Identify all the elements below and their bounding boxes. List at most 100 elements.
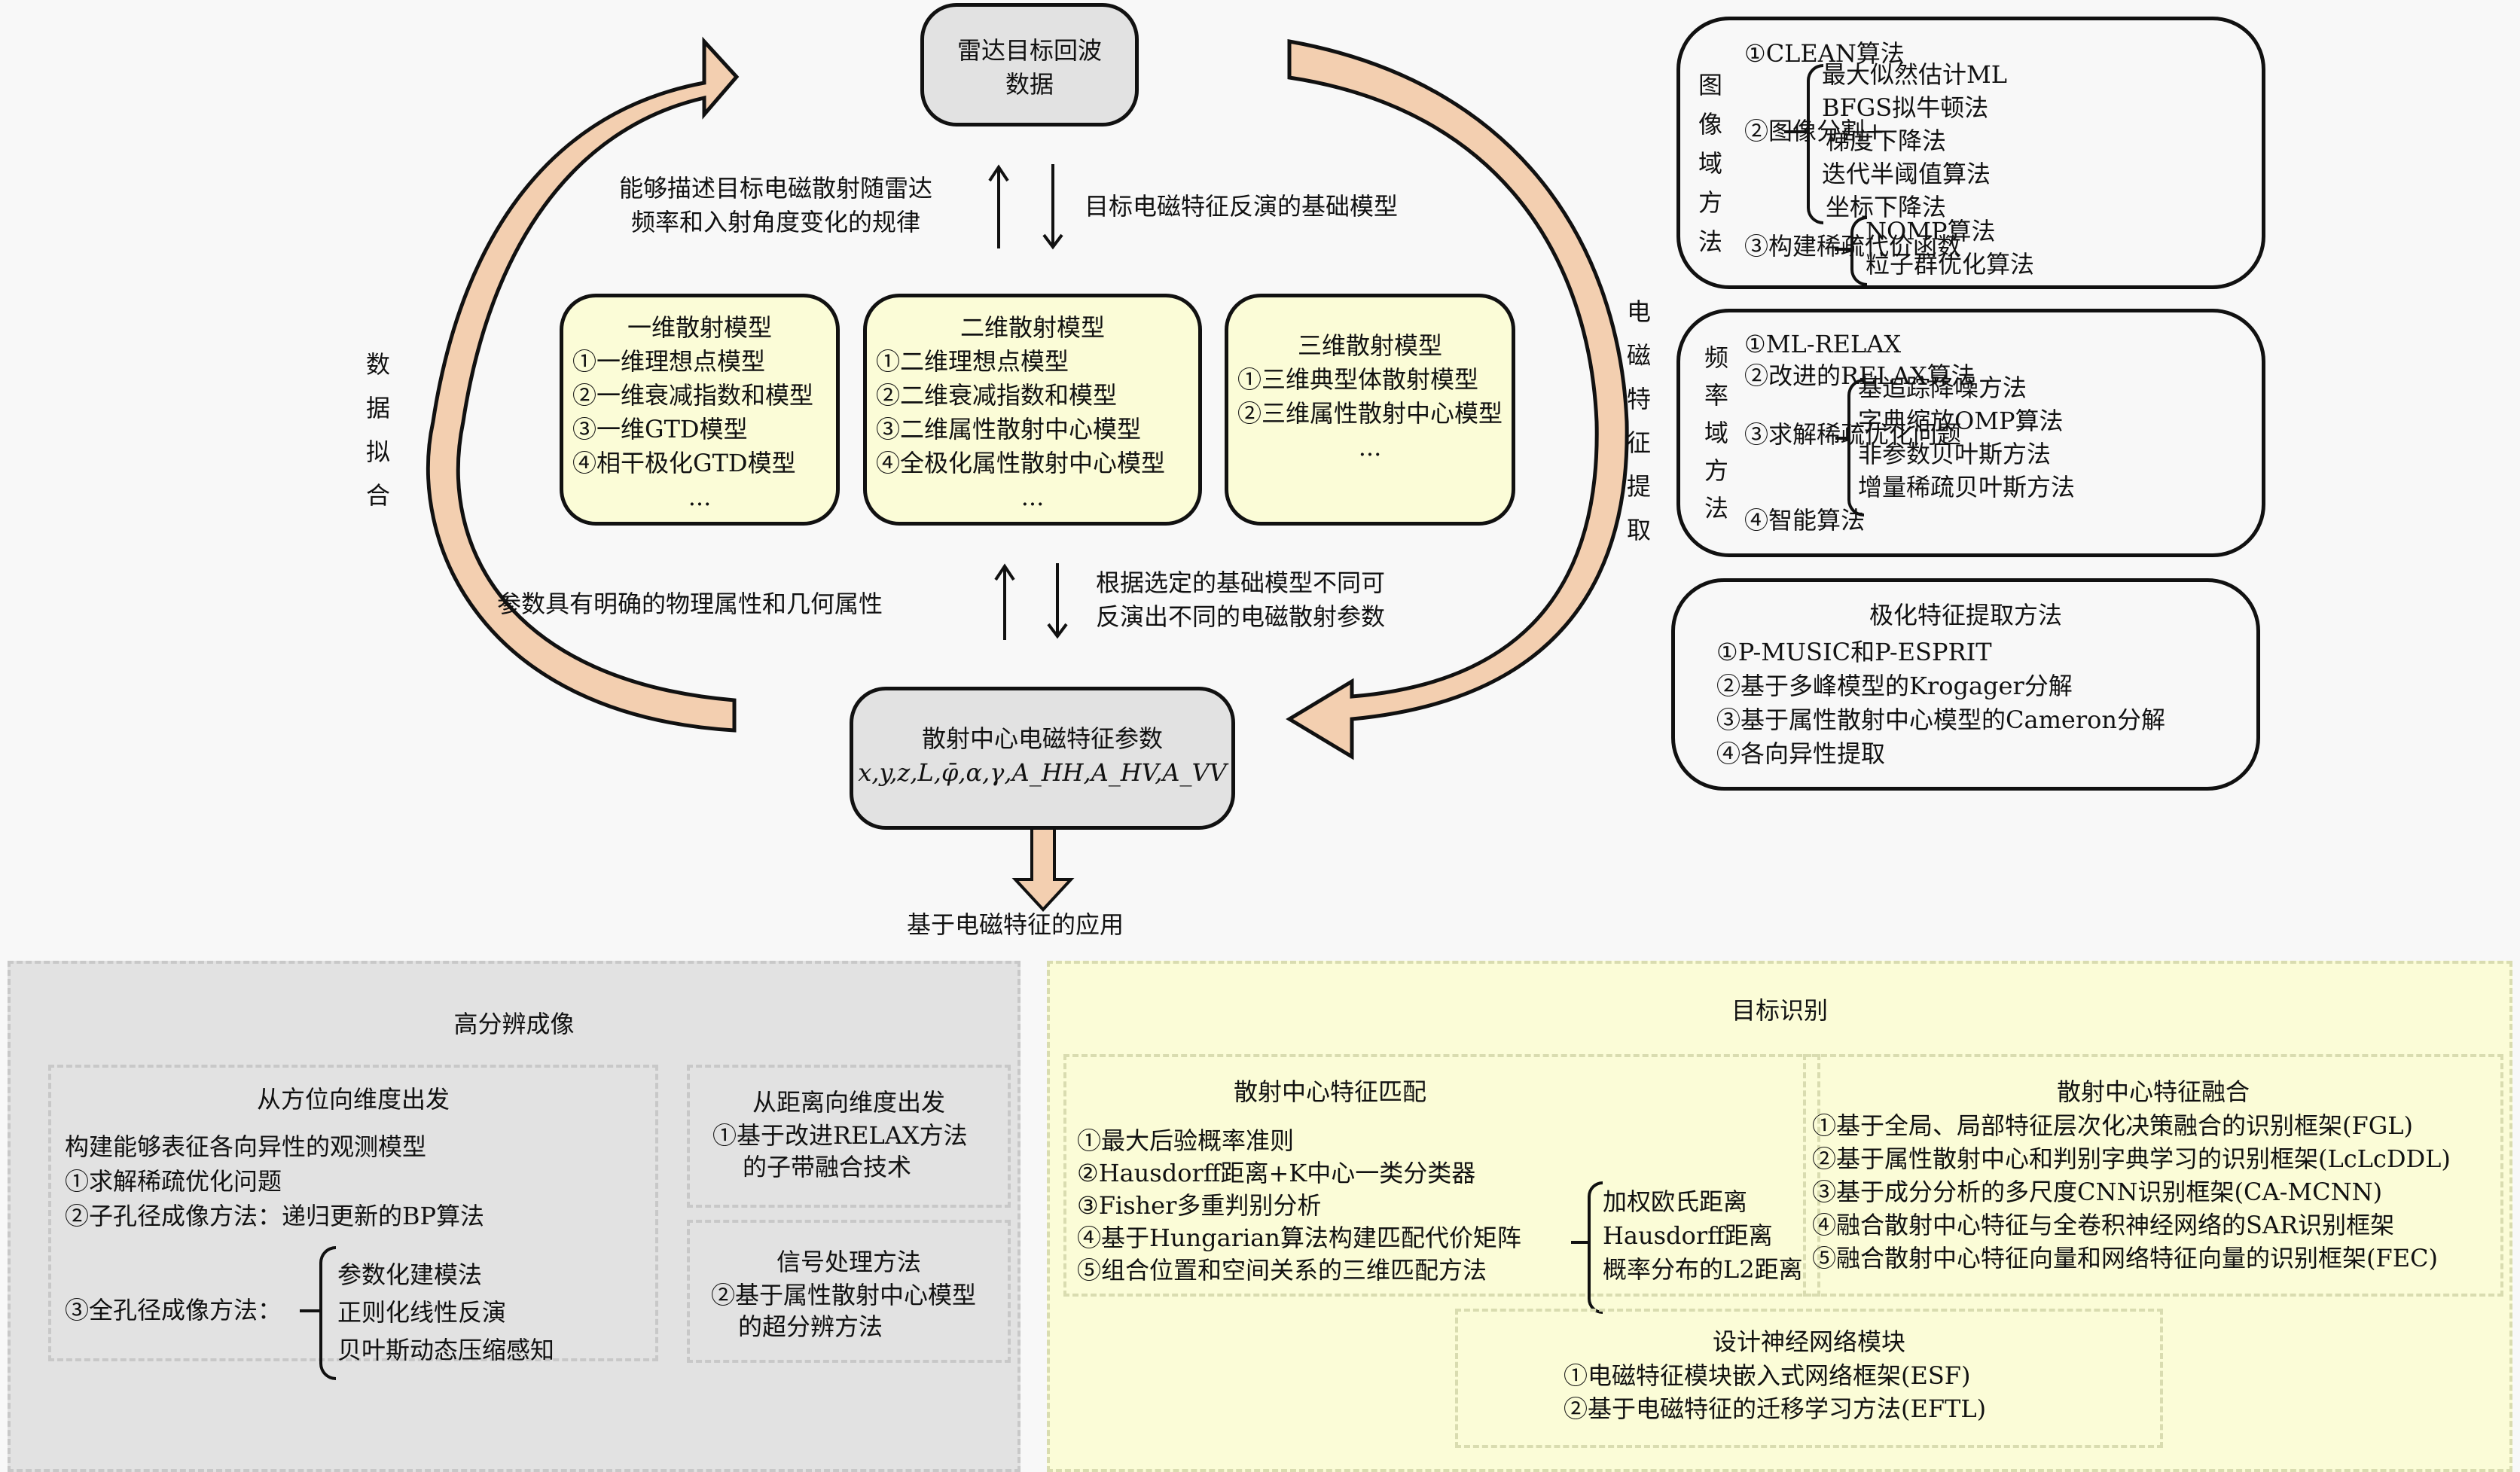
model-1d-more: ...	[688, 483, 712, 511]
azimuth-brace-stub	[300, 1309, 321, 1312]
image-domain-sub-item: 迭代半阈值算法	[1822, 160, 1991, 188]
feature-matching-sub-item: Hausdorff距离	[1603, 1221, 1773, 1250]
signal-processing-line-1: ②基于属性散射中心模型	[711, 1281, 977, 1309]
model-1d-item: ①一维理想点模型	[572, 347, 766, 376]
frequency-domain-sub-item: 增量稀疏贝叶斯方法	[1858, 473, 2076, 501]
parameter-attribute-label: 参数具有明确的物理属性和几何属性	[497, 590, 883, 618]
up-arrow-label: 能够描述目标电磁散射随雷达 频率和入射角度变化的规律	[618, 174, 932, 236]
model-1d-item: ②一维衰减指数和模型	[572, 381, 814, 410]
frequency-domain-item-4: ④智能算法	[1744, 506, 1866, 535]
model-3d-more: ...	[1358, 433, 1382, 462]
image-domain-item-1: ①CLEAN算法	[1744, 39, 1905, 68]
polarization-item: ④各向异性提取	[1716, 739, 1886, 768]
model-2d-item: ③二维属性散射中心模型	[876, 415, 1142, 443]
feature-fusion-item: ①基于全局、局部特征层次化决策融合的识别框架(FGL)	[1812, 1111, 2413, 1140]
right-cycle-arrow	[1286, 39, 1629, 760]
signal-processing-line-2: 的超分辨方法	[738, 1312, 883, 1341]
azimuth-item-3: ③全孔径成像方法：	[65, 1296, 282, 1324]
neural-network-module-item: ②基于电磁特征的迁移学习方法(EFTL)	[1564, 1394, 1987, 1423]
range-dimension-line-1: ①基于改进RELAX方法	[712, 1121, 968, 1150]
image-domain-brace-stub-2	[1835, 248, 1850, 251]
model-2d-more: ...	[1021, 483, 1045, 511]
image-domain-label: 图像域方法	[1698, 71, 1722, 256]
image-domain-sub-item: 最大似然估计ML	[1822, 60, 2008, 89]
image-domain-brace-2	[1850, 216, 1867, 286]
signal-processing-title: 信号处理方法	[776, 1248, 921, 1276]
feature-fusion-title: 散射中心特征融合	[2056, 1077, 2250, 1106]
frequency-domain-sub-item: 字典缩放OMP算法	[1858, 407, 2064, 435]
model-1d-item: ④相干极化GTD模型	[572, 449, 796, 477]
frequency-domain-label: 频率域方法	[1704, 343, 1728, 523]
neural-network-module-item: ①电磁特征模块嵌入式网络框架(ESF)	[1564, 1361, 1971, 1390]
image-domain-sub-item: NOMP算法	[1866, 217, 1996, 245]
top-bidirectional-arrows	[988, 164, 1063, 250]
feature-matching-title: 散射中心特征匹配	[1233, 1077, 1426, 1106]
inverse-label: 根据选定的基础模型不同可 反演出不同的电磁散射参数	[1096, 568, 1386, 631]
frequency-domain-item-1: ①ML-RELAX	[1744, 330, 1902, 358]
feature-matching-box: 散射中心特征匹配 ①最大后验概率准则 ②Hausdorff距离+K中心一类分类器…	[1063, 1054, 1820, 1314]
range-dimension-title: 从距离向维度出发	[752, 1088, 945, 1117]
signal-processing-box: 信号处理方法 ②基于属性散射中心模型 的超分辨方法	[687, 1220, 1011, 1363]
polarization-methods-panel: 极化特征提取方法 ①P-MUSIC和P-ESPRIT ②基于多峰模型的Kroga…	[1671, 578, 2260, 791]
model-1d-box: 一维散射模型 ①一维理想点模型 ②一维衰减指数和模型 ③一维GTD模型 ④相干极…	[560, 294, 840, 526]
feature-matching-brace-stub	[1571, 1241, 1588, 1244]
high-resolution-imaging-title: 高分辨成像	[453, 1010, 575, 1038]
model-3d-title: 三维散射模型	[1297, 331, 1442, 360]
em-feature-parameters-list: x,y,z,L,φ̄,α,γ,A_HH,A_HV,A_VV	[858, 758, 1227, 787]
model-1d-item: ③一维GTD模型	[572, 415, 748, 443]
feature-fusion-box: 散射中心特征融合 ①基于全局、局部特征层次化决策融合的识别框架(FGL) ②基于…	[1803, 1054, 2503, 1297]
feature-matching-item: ②Hausdorff距离+K中心一类分类器	[1077, 1159, 1476, 1187]
image-domain-sub-item: 坐标下降法	[1825, 193, 1946, 221]
neural-network-module-box: 设计神经网络模块 ①电磁特征模块嵌入式网络框架(ESF) ②基于电磁特征的迁移学…	[1455, 1309, 2163, 1448]
model-3d-item: ①三维典型体散射模型	[1237, 365, 1479, 394]
model-2d-item: ④全极化属性散射中心模型	[876, 449, 1166, 477]
target-recognition-section: 目标识别 散射中心特征匹配 ①最大后验概率准则 ②Hausdorff距离+K中心…	[1047, 961, 2512, 1472]
model-2d-box: 二维散射模型 ①二维理想点模型 ②二维衰减指数和模型 ③二维属性散射中心模型 ④…	[863, 294, 1202, 526]
feature-matching-sub-item: 概率分布的L2距离	[1603, 1255, 1803, 1284]
model-2d-title: 二维散射模型	[959, 313, 1105, 342]
range-dimension-box: 从距离向维度出发 ①基于改进RELAX方法 的子带融合技术	[687, 1065, 1011, 1208]
feature-fusion-item: ②基于属性散射中心和判别字典学习的识别框架(LcLcDDL)	[1812, 1144, 2451, 1173]
polarization-title: 极化特征提取方法	[1869, 601, 2062, 629]
image-domain-item-2: ②图像分割+	[1744, 117, 1885, 145]
azimuth-intro: 构建能够表征各向异性的观测模型	[65, 1132, 427, 1161]
azimuth-dimension-box: 从方位向维度出发 构建能够表征各向异性的观测模型 ①求解稀疏优化问题 ②子孔径成…	[48, 1065, 658, 1380]
feature-fusion-item: ⑤融合散射中心特征向量和网络特征向量的识别框架(FEC)	[1812, 1244, 2439, 1272]
middle-bidirectional-arrows	[994, 563, 1068, 640]
feature-fusion-item: ③基于成分分析的多尺度CNN识别框架(CA-MCNN)	[1812, 1178, 2383, 1206]
frequency-domain-sub-item: 非参数贝叶斯方法	[1858, 440, 2052, 468]
feature-matching-item: ⑤组合位置和空间关系的三维匹配方法	[1077, 1256, 1487, 1285]
radar-echo-data-label: 雷达目标回波 数据	[956, 36, 1102, 99]
model-1d-title: 一维散射模型	[627, 313, 772, 342]
polarization-item: ①P-MUSIC和P-ESPRIT	[1716, 638, 1992, 666]
model-3d-item: ②三维属性散射中心模型	[1237, 399, 1503, 428]
feature-matching-item: ①最大后验概率准则	[1077, 1126, 1295, 1155]
feature-matching-brace	[1588, 1181, 1603, 1314]
azimuth-sub-item: 正则化线性反演	[337, 1298, 507, 1327]
em-feature-parameters-box: 散射中心电磁特征参数 x,y,z,L,φ̄,α,γ,A_HH,A_HV,A_VV	[850, 687, 1235, 830]
feature-fusion-item: ④融合散射中心特征与全卷积神经网络的SAR识别框架	[1812, 1211, 2395, 1239]
azimuth-brace	[319, 1246, 336, 1380]
model-2d-item: ①二维理想点模型	[876, 347, 1069, 376]
polarization-item: ③基于属性散射中心模型的Cameron分解	[1716, 706, 2166, 734]
image-domain-methods-panel: 图像域方法 ①CLEAN算法 ②图像分割+ 最大似然估计ML BFGS拟牛顿法 …	[1676, 17, 2265, 289]
azimuth-item-1: ①求解稀疏优化问题	[65, 1167, 282, 1196]
em-feature-parameters-title: 散射中心电磁特征参数	[921, 724, 1163, 753]
neural-network-module-title: 设计神经网络模块	[1712, 1327, 1905, 1356]
model-3d-box: 三维散射模型 ①三维典型体散射模型 ②三维属性散射中心模型 ...	[1225, 294, 1515, 526]
high-resolution-imaging-section: 高分辨成像 从方位向维度出发 构建能够表征各向异性的观测模型 ①求解稀疏优化问题…	[8, 961, 1021, 1472]
frequency-domain-item-3: ③求解稀疏优化问题	[1744, 420, 1962, 449]
target-recognition-title: 目标识别	[1731, 996, 1828, 1025]
feature-matching-sub-item: 加权欧氏距离	[1603, 1187, 1748, 1216]
feature-matching-item: ④基于Hungarian算法构建匹配代价矩阵	[1077, 1224, 1521, 1252]
image-domain-sub-item: BFGS拟牛顿法	[1822, 93, 1989, 122]
feature-matching-item: ③Fisher多重判别分析	[1077, 1191, 1322, 1220]
frequency-domain-methods-panel: 频率域方法 ①ML-RELAX ②改进的RELAX算法 ③求解稀疏优化问题 基追…	[1676, 309, 2265, 557]
azimuth-item-2: ②子孔径成像方法：递归更新的BP算法	[65, 1202, 485, 1230]
azimuth-sub-item: 参数化建模法	[337, 1260, 483, 1289]
image-domain-sub-item: 梯度下降法	[1825, 126, 1946, 155]
range-dimension-line-2: 的子带融合技术	[743, 1153, 912, 1181]
feature-extraction-label: 电磁特征提取	[1626, 297, 1651, 544]
application-label: 基于电磁特征的应用	[907, 910, 1124, 939]
